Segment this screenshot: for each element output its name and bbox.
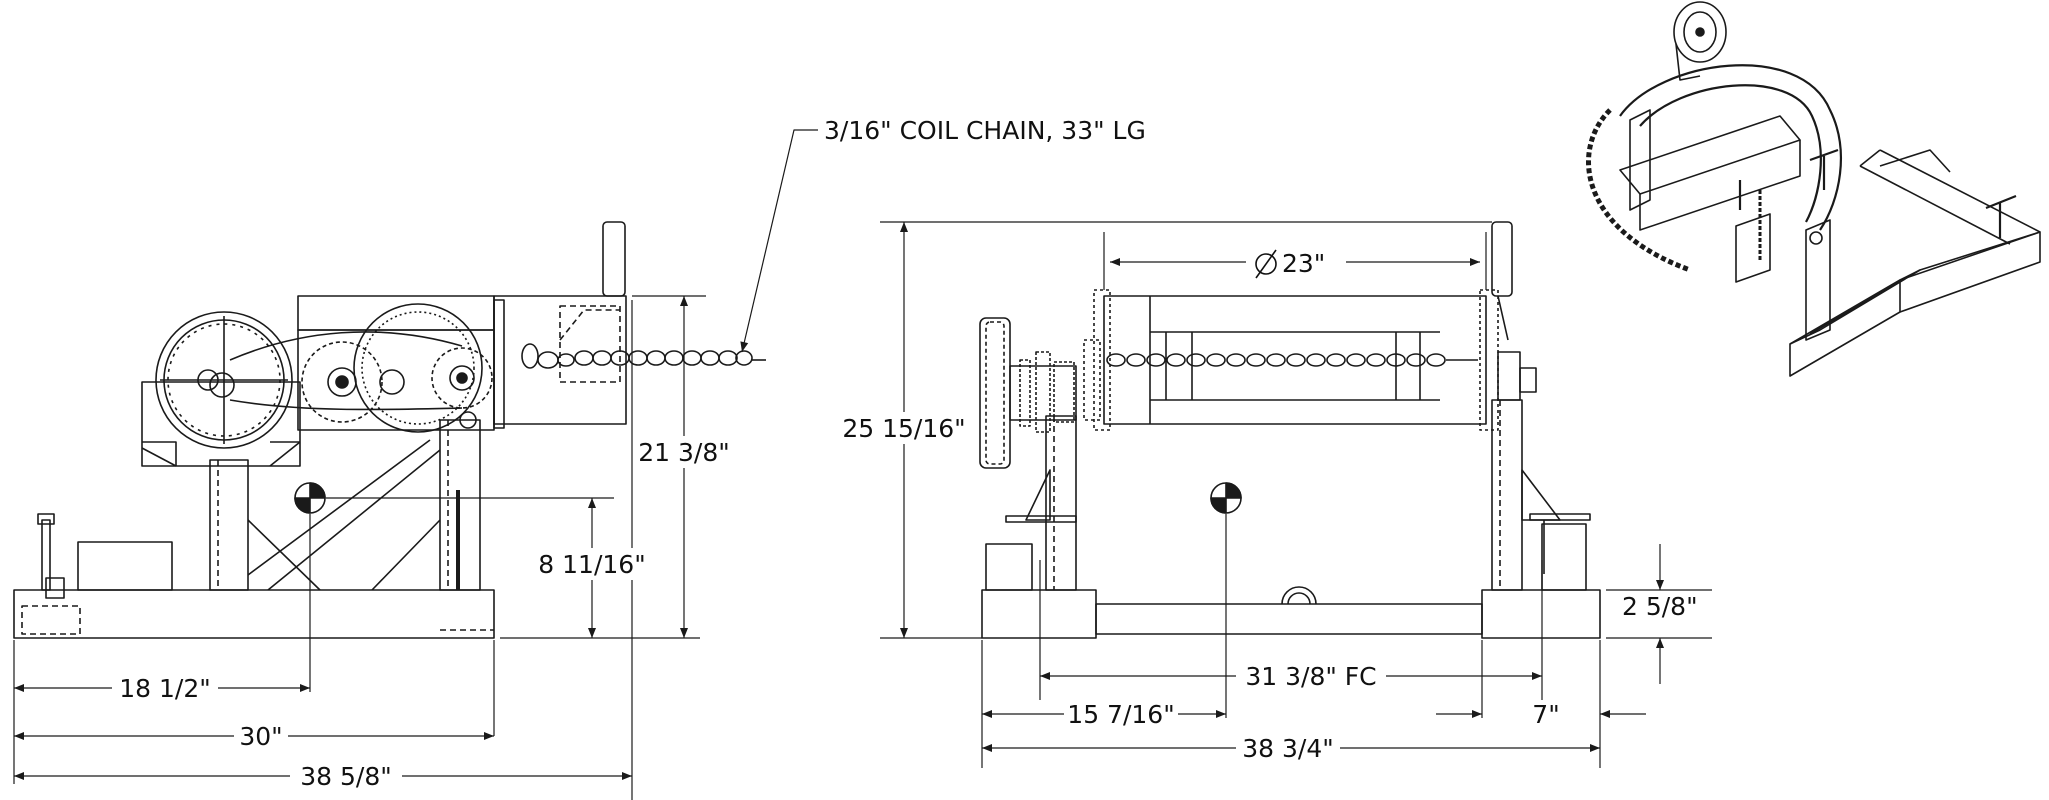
dim-side-cg-height: 8 11/16" — [538, 550, 645, 579]
dim-front-overall-height: 25 15/16" — [842, 414, 965, 443]
side-hand-wheel — [155, 311, 293, 449]
dim-side-cg-horizontal: 18 1/2" — [119, 674, 211, 703]
dim-front-drum-diameter: 23" — [1282, 249, 1325, 278]
dim-front-overall-width: 38 3/4" — [1242, 734, 1334, 763]
front-chain — [1106, 353, 1478, 367]
chain-callout-label: 3/16" COIL CHAIN, 33" LG — [824, 116, 1146, 145]
front-base-left — [981, 589, 1097, 639]
side-view — [13, 221, 766, 639]
dim-front-fork-width: 7" — [1532, 700, 1559, 729]
side-cg-symbol — [294, 482, 326, 514]
dim-side-overall-length: 38 5/8" — [300, 762, 392, 791]
dim-side-base-length: 30" — [239, 722, 282, 751]
dim-side-overall-height: 21 3/8" — [638, 438, 730, 467]
dimension-labels: 18 1/2" 30" 38 5/8" 8 11/16" 21 3/8" 3/1… — [112, 116, 1698, 792]
front-view — [979, 221, 1601, 639]
front-cg-symbol — [1210, 482, 1242, 514]
dim-front-cg-horizontal: 15 7/16" — [1067, 700, 1174, 729]
dim-front-fork-centers: 31 3/8" FC — [1245, 662, 1376, 691]
front-base-right — [1481, 589, 1601, 639]
dim-front-base-height: 2 5/8" — [1622, 592, 1698, 621]
dimension-lines — [13, 129, 1712, 800]
front-drum — [1103, 295, 1487, 425]
side-base — [13, 589, 495, 639]
isometric-view — [1586, 1, 2041, 377]
side-chain — [521, 343, 766, 369]
diameter-symbol-icon — [1255, 249, 1277, 279]
